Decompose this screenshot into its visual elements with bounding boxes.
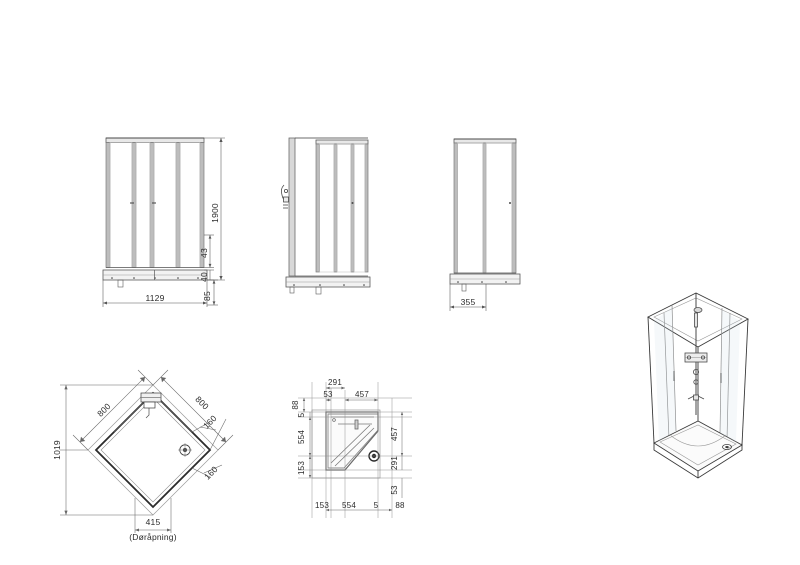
dim-ortho-right-457: 457 [390, 427, 399, 441]
dim-ortho-top-457: 457 [355, 390, 369, 399]
dim-ortho-right-53: 53 [390, 485, 399, 495]
dim-ortho-top-291: 291 [328, 378, 342, 387]
view-front-elevation: 1900 43 40 85 1129 [90, 125, 270, 325]
dim-ortho-bottom-153: 153 [315, 501, 329, 510]
view-plan-diamond: 800 800 1019 160 160 415 (Døråpning) [40, 355, 265, 545]
dim-front-width-total: 1129 [145, 293, 164, 303]
dim-front-base-height: 85 [202, 291, 212, 301]
dim-front-door-panel: 43 [199, 248, 209, 258]
dim-ortho-left-88: 88 [291, 400, 300, 410]
dim-plan-offset-lower: 160 [202, 464, 220, 482]
dim-ortho-left-554: 554 [297, 430, 306, 444]
view-side-elevation [272, 125, 402, 315]
dim-plan-door-opening: 415 [146, 517, 161, 527]
dim-ortho-top-53: 53 [323, 390, 333, 399]
dim-ortho-left-153: 153 [297, 461, 306, 475]
dim-ortho-left-5: 5 [297, 412, 306, 417]
dim-ortho-bottom-88: 88 [395, 501, 405, 510]
dim-plan-offset-upper: 160 [201, 413, 219, 431]
dim-front-base-lip: 40 [199, 272, 209, 282]
dim-plan-side-right: 800 [193, 394, 211, 412]
view-rear-elevation: 355 [434, 125, 564, 320]
dim-rear-width-total: 355 [461, 297, 476, 307]
dim-ortho-bottom-5: 5 [374, 501, 379, 510]
dim-plan-diagonal: 1019 [52, 440, 62, 460]
dim-ortho-right-291: 291 [390, 456, 399, 470]
dim-plan-side-left: 800 [95, 401, 113, 419]
dim-ortho-bottom-554: 554 [342, 501, 356, 510]
dim-plan-door-opening-note: (Døråpning) [129, 532, 177, 542]
dim-front-height-total: 1900 [210, 203, 220, 223]
view-isometric [630, 275, 780, 490]
view-plan-orthogonal: 291 53 457 88 5 554 153 457 291 53 153 5… [282, 368, 452, 538]
